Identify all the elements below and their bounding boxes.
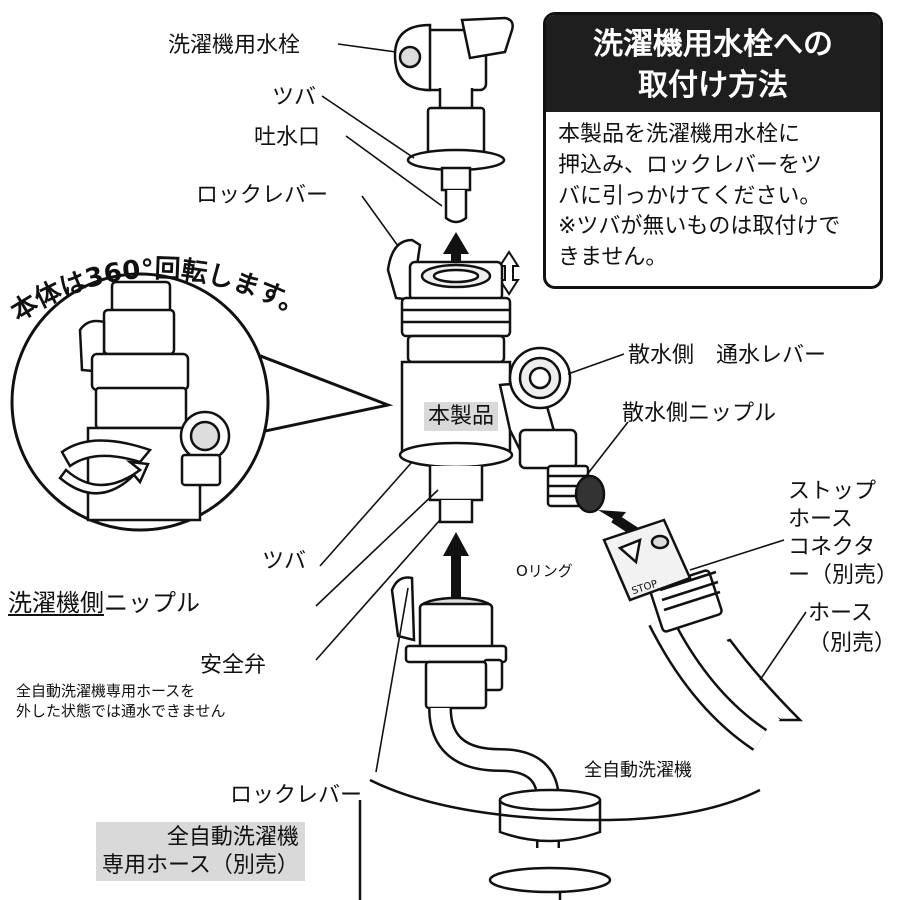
label-safety-note-2: 外した状態では通水できません — [16, 702, 226, 720]
label-washing-machine: 全自動洗濯機 — [584, 760, 692, 781]
label-dedicated-hose: 全自動洗濯機 専用ホース（別売） — [96, 822, 305, 881]
label-lock-lever-bottom: ロックレバー — [230, 783, 362, 808]
label-stop-connector-4: ー（別売） — [788, 563, 898, 588]
label-flange-top: ツバ — [272, 85, 316, 110]
label-faucet: 洗濯機用水栓 — [168, 33, 300, 58]
instruction-box: 洗濯機用水栓への 取付け方法 本製品を洗濯機用水栓に 押込み、ロックレバーをツ … — [543, 12, 883, 289]
label-product: 本製品 — [424, 402, 499, 432]
label-hose-1: ホース — [808, 601, 873, 626]
leader-lines — [315, 43, 807, 773]
faucet-illustration — [393, 16, 514, 224]
label-flange-bottom: ツバ — [262, 549, 306, 574]
rotation-inset — [10, 272, 394, 532]
instruction-title: 洗濯機用水栓への 取付け方法 — [546, 15, 880, 112]
instruction-body: 本製品を洗濯機用水栓に 押込み、ロックレバーをツ バに引っかけてください。 ※ツ… — [558, 122, 841, 271]
label-stop-connector-1: ストップ — [788, 479, 876, 504]
label-stop-connector-3: コネクタ — [788, 535, 875, 560]
slide-double-arrow — [498, 250, 520, 296]
label-washer-nipple-rest: ニップル — [104, 589, 200, 617]
washer-hose-illustration — [358, 576, 761, 900]
label-o-ring: Oリング — [516, 562, 573, 580]
label-sprinkler-nipple: 散水側ニップル — [622, 401, 776, 426]
label-hose-2: （別売） — [808, 631, 896, 656]
label-washer-nipple: 洗濯機側ニップル — [8, 589, 200, 618]
label-safety-valve: 安全弁 — [200, 653, 266, 678]
stop-connector-illustration — [602, 518, 804, 751]
label-washer-nipple-underlined: 洗濯機側 — [8, 589, 104, 617]
label-spout: 吐水口 — [254, 125, 320, 150]
label-lock-lever-top: ロックレバー — [196, 183, 328, 208]
label-sprinkler-lever: 散水側 通水レバー — [628, 343, 826, 368]
insert-arrow-bottom — [443, 532, 469, 608]
label-stop-connector-2: ホース — [788, 507, 853, 532]
label-safety-note-1: 全自動洗濯機専用ホースを — [16, 682, 195, 700]
